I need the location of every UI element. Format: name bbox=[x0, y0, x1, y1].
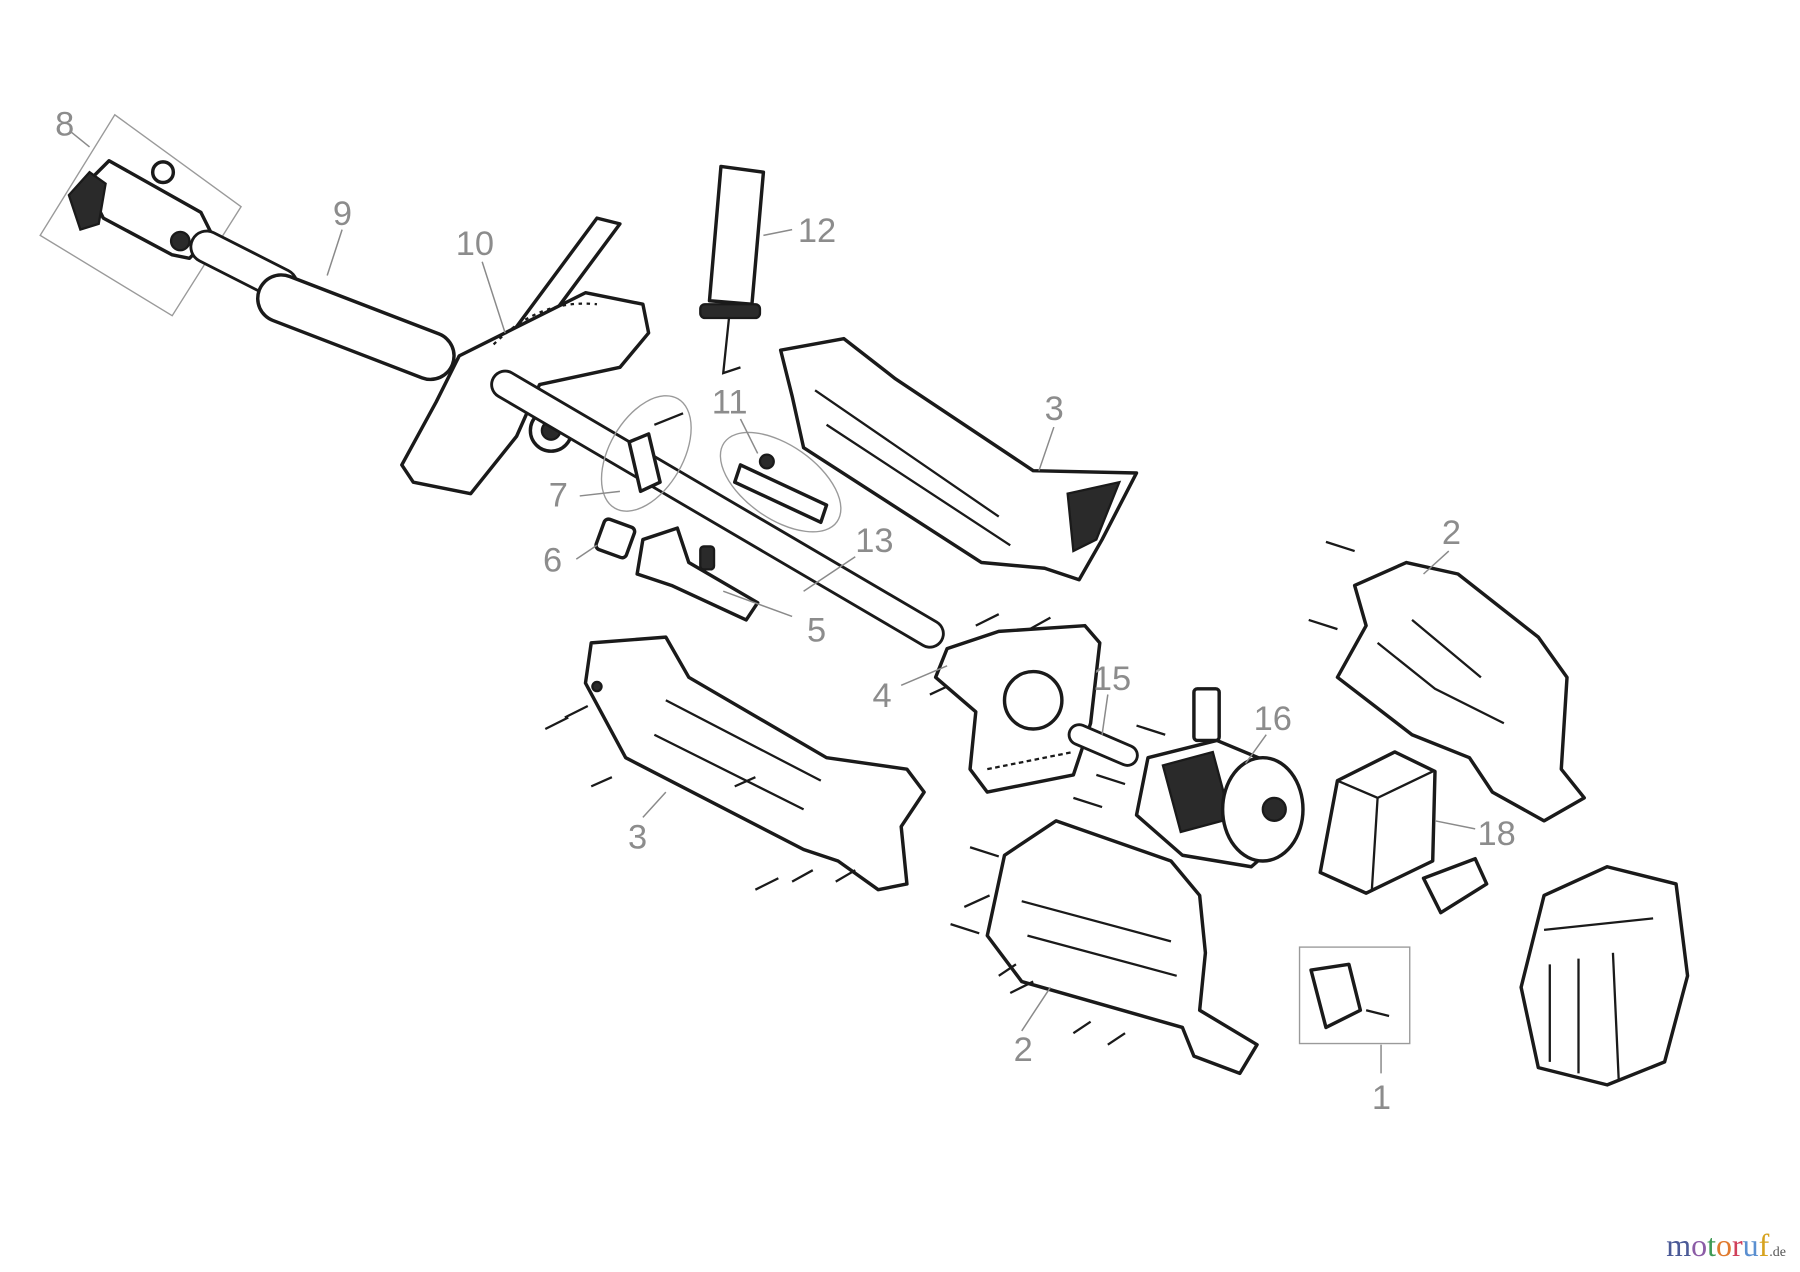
logo-letter: o bbox=[1691, 1227, 1708, 1263]
logo-letter: f bbox=[1758, 1227, 1770, 1263]
callout-1: 1 bbox=[1372, 1079, 1391, 1117]
callout-12: 12 bbox=[798, 212, 836, 250]
callout-16: 16 bbox=[1254, 700, 1292, 738]
logo-letter: m bbox=[1666, 1227, 1692, 1263]
group-box-part-7 bbox=[600, 395, 692, 512]
part-2-housing-upper bbox=[1335, 560, 1586, 823]
part-8-clamp bbox=[67, 158, 215, 261]
callout-8: 8 bbox=[55, 105, 74, 143]
callout-3-upper: 3 bbox=[1045, 390, 1064, 428]
callout-6: 6 bbox=[543, 542, 562, 580]
part-7-clip bbox=[627, 412, 684, 494]
callout-4: 4 bbox=[872, 677, 891, 715]
callout-3-lower: 3 bbox=[628, 818, 647, 856]
part-6-switch bbox=[594, 517, 637, 560]
logo-letter: r bbox=[1731, 1227, 1743, 1263]
group-box-part-8 bbox=[39, 113, 243, 317]
part-9-tube bbox=[189, 229, 456, 382]
callout-5: 5 bbox=[807, 612, 826, 650]
group-box-part-11 bbox=[719, 431, 842, 533]
logo-letter: t bbox=[1707, 1227, 1716, 1263]
logo-tld: .de bbox=[1769, 1245, 1786, 1260]
callout-2-upper: 2 bbox=[1442, 514, 1461, 552]
part-2-housing-lower bbox=[985, 819, 1259, 1076]
callout-9: 9 bbox=[333, 195, 352, 233]
callout-15: 15 bbox=[1093, 660, 1131, 698]
callout-13: 13 bbox=[855, 522, 893, 560]
battery-pack bbox=[1519, 865, 1690, 1087]
callout-7: 7 bbox=[549, 476, 568, 514]
logo-letter: u bbox=[1742, 1227, 1759, 1263]
part-16-motor bbox=[1134, 687, 1305, 869]
callout-11: 11 bbox=[712, 383, 748, 421]
screws bbox=[544, 540, 1355, 1046]
part-5-trigger bbox=[635, 526, 760, 622]
group-box-part-1 bbox=[1298, 946, 1411, 1045]
part-1-latch bbox=[1309, 962, 1390, 1030]
part-3-housing-upper bbox=[778, 336, 1139, 582]
callout-10: 10 bbox=[456, 225, 494, 263]
part-13-rod bbox=[490, 369, 945, 649]
part-15-shaft bbox=[1067, 723, 1139, 767]
leader-lines bbox=[70, 131, 1476, 1074]
part-11-lever bbox=[732, 453, 829, 525]
part-4-gear-housing bbox=[933, 623, 1102, 794]
logo-letter: o bbox=[1715, 1227, 1732, 1263]
part-18-electronics bbox=[1318, 750, 1489, 915]
callout-18: 18 bbox=[1477, 815, 1515, 853]
part-3-housing-lower bbox=[583, 635, 926, 892]
part-12-strap bbox=[699, 164, 766, 375]
motoruf-logo: motoruf.de bbox=[1666, 1227, 1786, 1264]
callout-2-lower: 2 bbox=[1014, 1031, 1033, 1069]
